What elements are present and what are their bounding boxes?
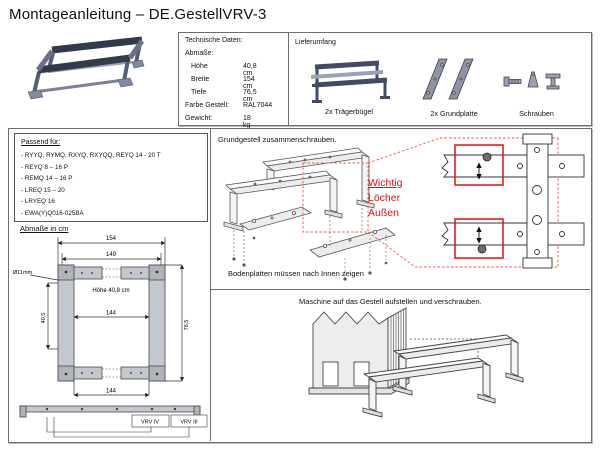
traegerbuegel-caption: 2x Trägerbügel <box>325 107 373 116</box>
passend-item: - EWA(Y)Q016-025BA <box>21 209 84 217</box>
dim-76-5: 76,5 <box>184 320 190 331</box>
rail-label-vrv4: VRV IV <box>141 420 159 426</box>
tech-section: Abmaße: <box>185 50 214 57</box>
warning-text: Wichtig Löcher Außen <box>368 176 402 221</box>
screw-guide-lines <box>233 204 387 276</box>
step1-text: Grundgestell zusammenschrauben. <box>218 135 337 144</box>
tech-label: Tiefe <box>191 89 207 96</box>
tech-row-farbe: Farbe Gestell: RAL7044 <box>185 102 272 109</box>
passend-item: - REYQ 8 – 16 P <box>21 163 68 171</box>
passend-box: Passend für: - RYYQ, RYMQ, RXYQ, RXYQQ, … <box>14 133 208 222</box>
lieferumfang-box: Lieferumfang 2x Trägerbügel 2x Grundplat… <box>288 32 592 126</box>
traegerbuegel-icon <box>310 60 390 103</box>
machine-placement-illustration <box>308 307 524 418</box>
tech-row-hoehe: Höhe 40,8 cm <box>191 63 257 77</box>
schrauben-caption: Schrauben <box>519 109 554 118</box>
step1-note: Bodenplatten müssen nach Innen zeigen <box>228 269 364 278</box>
tech-value: RAL7044 <box>243 102 273 109</box>
schrauben-icon <box>503 71 561 90</box>
lieferumfang-heading: Lieferumfang <box>295 39 336 46</box>
warning-line3: Außen <box>368 207 399 219</box>
grundplatte-icon <box>422 58 474 100</box>
tech-value: 40,8 cm <box>243 63 257 77</box>
dim-hole-diameter: Ø11mm <box>13 270 33 276</box>
tech-value: 76,5 cm <box>243 89 257 103</box>
rail-label-vrv3: VRV III <box>180 420 198 426</box>
tech-value: 18 kg <box>243 115 251 129</box>
detail-drawing <box>441 133 585 269</box>
column-divider <box>210 128 211 441</box>
step-divider <box>210 289 590 290</box>
page-title: Montageanleitung – DE.GestellVRV-3 <box>9 6 267 23</box>
frame-rear-bracket <box>392 334 524 396</box>
tech-row-gewicht: Gewicht: 18 kg <box>185 115 251 129</box>
tech-label: Breite <box>191 76 210 83</box>
dim-144-bottom: 144 <box>106 389 117 395</box>
dim-144-mid: 144 <box>106 311 117 317</box>
passend-item: - LREQ 15 – 20 <box>21 186 65 194</box>
detail-highlights <box>454 144 504 259</box>
tech-value: 154 cm <box>243 76 255 90</box>
step2-text: Maschine auf das Gestell aufstellen und … <box>299 297 482 306</box>
tech-label: Höhe <box>191 63 208 70</box>
passend-item: - LRYEQ 16 <box>21 198 55 205</box>
passend-heading: Passend für: <box>21 139 61 146</box>
tech-data-box: Technische Daten: Abmaße: Höhe 40,8 cm B… <box>178 32 291 129</box>
abmasse-heading: Abmaße in cm <box>20 224 69 233</box>
assembly-illustration <box>223 133 585 281</box>
warning-line2: Löcher <box>368 192 401 204</box>
frame-front-bracket <box>362 357 496 418</box>
tech-heading: Technische Daten: <box>185 37 243 44</box>
passend-item: - REMQ 14 – 16 P <box>21 175 73 182</box>
tech-label: Farbe Gestell: <box>185 102 229 109</box>
screws <box>232 236 388 281</box>
tech-label: Gewicht: <box>185 115 213 122</box>
warning-line1: Wichtig <box>368 177 403 189</box>
dimension-drawing: 154 149 Höhe 40,8 cm <box>13 236 208 438</box>
grundplatte-caption: 2x Grundplatte <box>430 109 478 118</box>
dim-40-5: 40,5 <box>41 313 47 324</box>
passend-item: - RYYQ, RYMQ, RXYQ, RXYQQ, REYQ 14 - 20 … <box>21 152 161 159</box>
dim-149: 149 <box>106 252 117 258</box>
dim-154: 154 <box>106 236 117 242</box>
dim-hoehe-note: Höhe 40,8 cm <box>92 288 129 294</box>
frame-3d-image <box>27 36 145 100</box>
tech-row-breite: Breite 154 cm <box>191 76 255 90</box>
tech-row-tiefe: Tiefe 76,5 cm <box>191 89 257 103</box>
